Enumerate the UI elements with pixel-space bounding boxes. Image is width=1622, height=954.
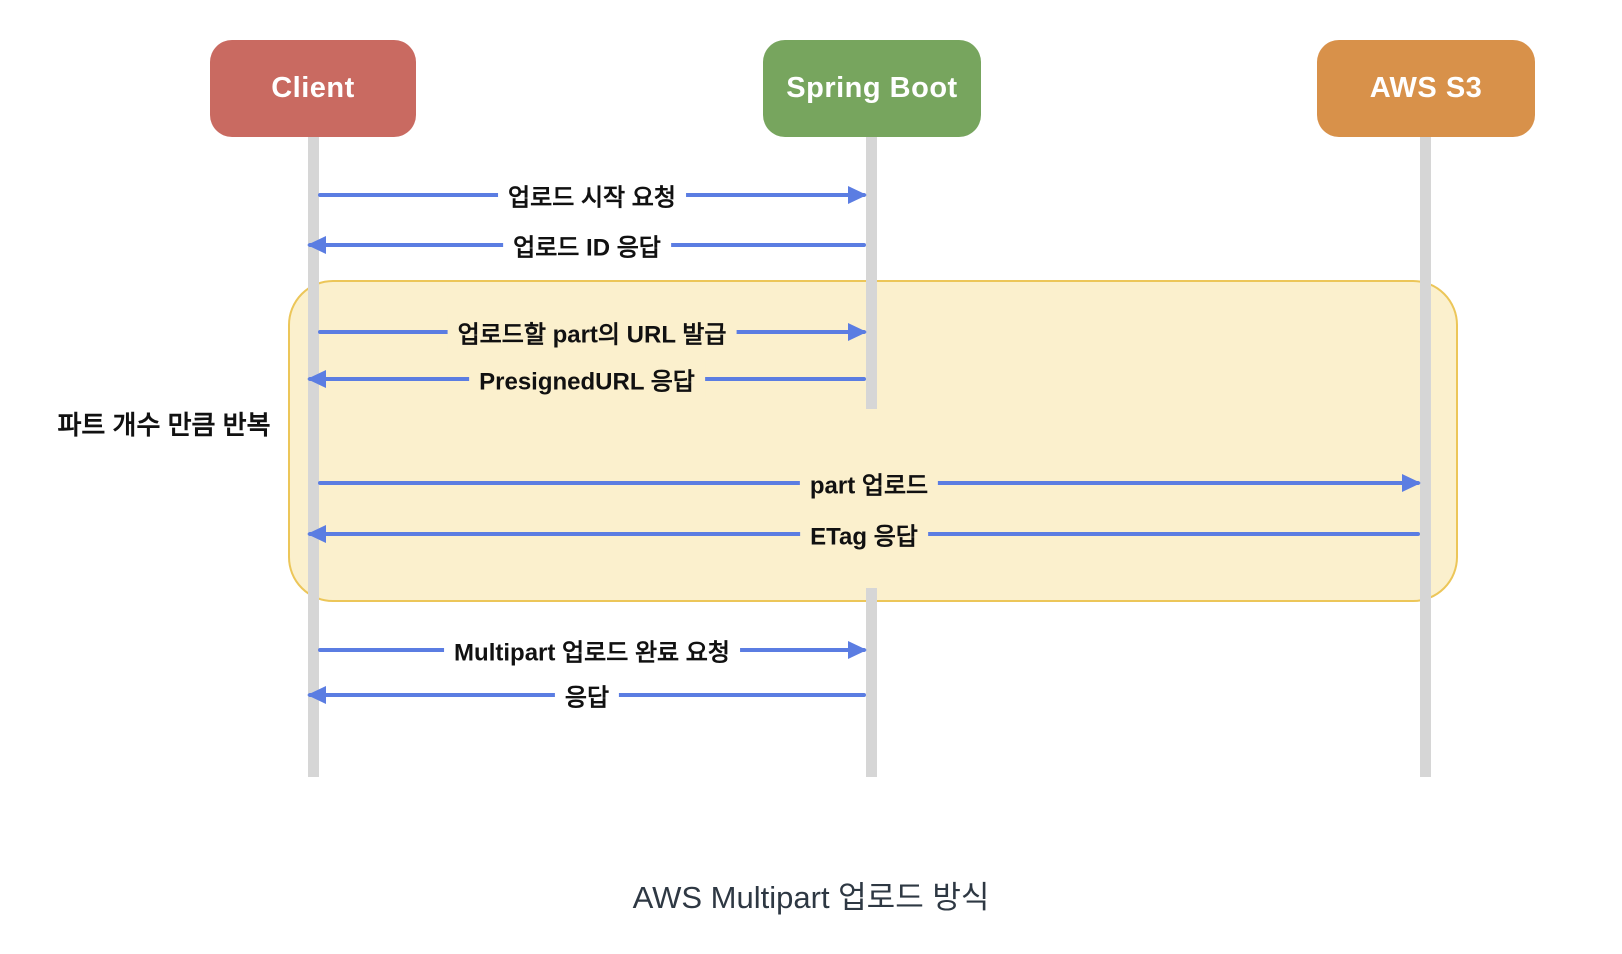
- lifeline-spring-boot-upper: [866, 136, 877, 409]
- lifeline-aws-s3: [1420, 136, 1431, 777]
- lifeline-spring-boot-lower: [866, 588, 877, 777]
- arrowhead-left-icon: [307, 236, 326, 254]
- message-label: Multipart 업로드 완료 요청: [444, 631, 740, 669]
- message-etag-response: ETag 응답: [307, 515, 1420, 553]
- participant-spring-boot-box: Spring Boot: [763, 40, 981, 137]
- message-label: 업로드 시작 요청: [498, 176, 686, 214]
- loop-label: 파트 개수 만큼 반복: [57, 410, 271, 440]
- message-final-response: 응답: [307, 676, 866, 714]
- arrowhead-right-icon: [848, 323, 867, 341]
- participant-aws-s3-label: AWS S3: [1369, 72, 1483, 104]
- message-part-upload: part 업로드: [318, 464, 1421, 502]
- message-label: PresignedURL 응답: [469, 360, 705, 398]
- participant-spring-boot-label: Spring Boot: [786, 72, 958, 104]
- message-label: 응답: [554, 676, 620, 714]
- arrowhead-right-icon: [848, 186, 867, 204]
- lifeline-client: [308, 136, 319, 777]
- arrowhead-right-icon: [848, 641, 867, 659]
- diagram-caption: AWS Multipart 업로드 방식: [632, 880, 990, 915]
- arrowhead-left-icon: [307, 525, 326, 543]
- participant-client-box: Client: [210, 40, 416, 137]
- arrowhead-left-icon: [307, 686, 326, 704]
- arrowhead-right-icon: [1402, 474, 1421, 492]
- message-label: ETag 응답: [800, 515, 928, 553]
- participant-aws-s3-box: AWS S3: [1317, 40, 1535, 137]
- message-upload-start-request: 업로드 시작 요청: [318, 176, 867, 214]
- message-multipart-complete-request: Multipart 업로드 완료 요청: [318, 631, 867, 669]
- message-label: part 업로드: [799, 464, 939, 502]
- arrowhead-left-icon: [307, 370, 326, 388]
- message-presigned-url-response: PresignedURL 응답: [307, 360, 866, 398]
- participant-client-label: Client: [271, 72, 355, 104]
- message-label: 업로드 ID 응답: [503, 226, 671, 264]
- message-label: 업로드할 part의 URL 발급: [447, 313, 737, 351]
- message-part-url-request: 업로드할 part의 URL 발급: [318, 313, 867, 351]
- message-upload-id-response: 업로드 ID 응답: [307, 226, 866, 264]
